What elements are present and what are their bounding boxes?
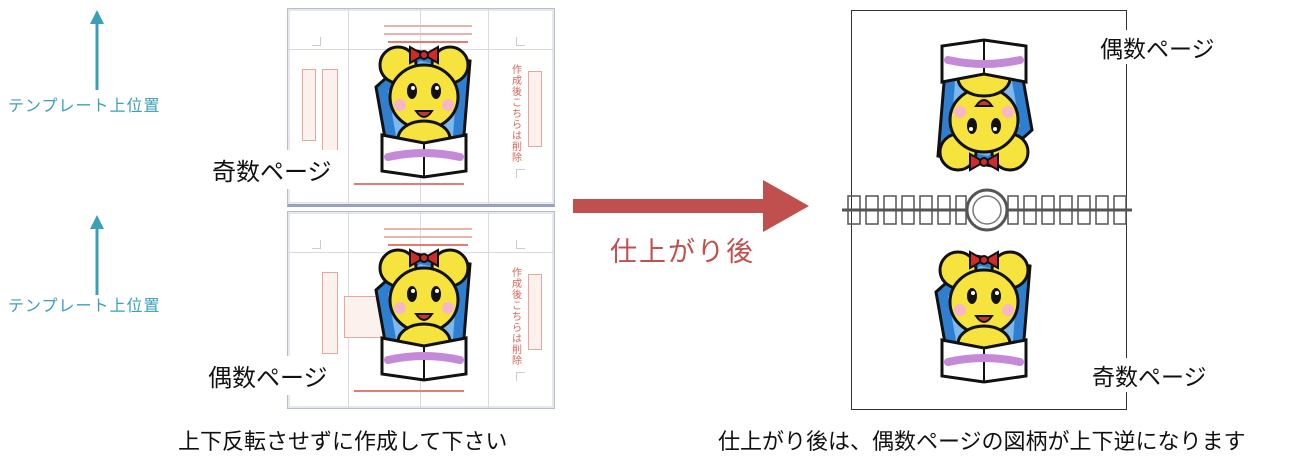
up-arrow-icon (90, 215, 104, 295)
mascot-illustration (358, 31, 490, 181)
finished-label: 仕上がり後 (610, 237, 755, 268)
even-page-label: 偶数ページ (202, 356, 334, 395)
up-arrow-icon (90, 10, 104, 90)
mascot-illustration-flipped (918, 36, 1050, 186)
right-arrow-icon (573, 180, 809, 232)
right-caption: 仕上がり後は、偶数ページの図柄が上下逆になります (718, 430, 1246, 455)
binding-wire-icon (842, 188, 1132, 232)
right-odd-page-label: 奇数ページ (1088, 358, 1211, 392)
right-even-page-label: 偶数ページ (1096, 30, 1219, 64)
left-caption: 上下反転させずに作成して下さい (178, 430, 508, 455)
template-position-label-top: テンプレート上位置 (8, 96, 161, 115)
mascot-illustration (918, 236, 1050, 386)
odd-page-label: 奇数ページ (206, 150, 338, 189)
mascot-illustration (358, 234, 490, 384)
template-position-label-bottom: テンプレート上位置 (8, 296, 161, 315)
